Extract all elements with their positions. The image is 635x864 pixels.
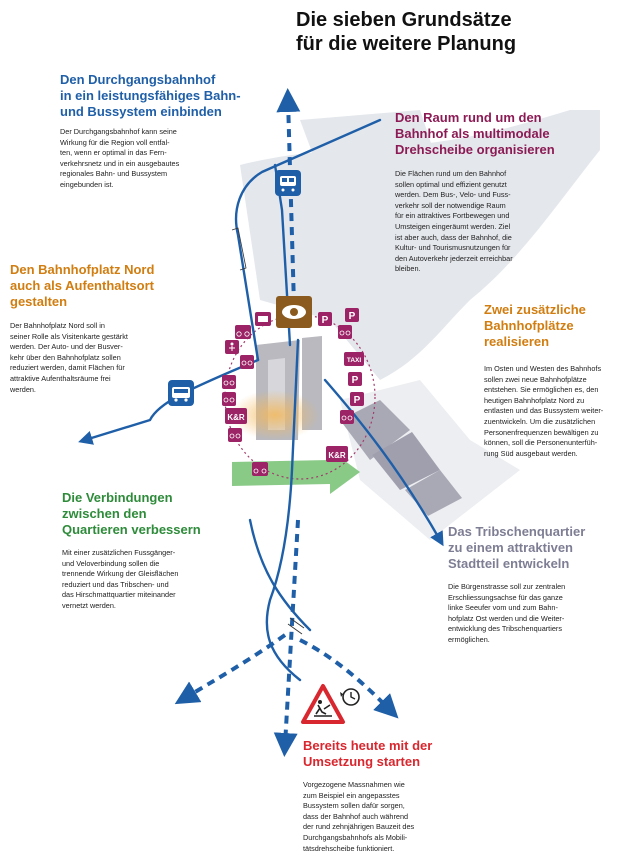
section-verbindungen: Die Verbindungen zwischen den Quartieren… — [62, 490, 262, 612]
bike-icon-7 — [338, 325, 352, 339]
future-line-north — [276, 88, 301, 306]
section-durchgang-body: Der Durchgangsbahnhof kann seine Wirkung… — [60, 127, 180, 189]
eye-icon — [276, 296, 312, 328]
kiss-and-ride-icon-right: K&R — [326, 446, 348, 462]
bike-icon-8 — [340, 410, 354, 424]
bike-icon — [235, 325, 251, 339]
bike-icon-6 — [252, 462, 268, 476]
future-line-southeast — [299, 638, 399, 719]
section-umsetzung: Bereits heute mit der Umsetzung starten … — [303, 738, 503, 854]
section-tribschen: Das Tribschenquartier zu einem attraktiv… — [448, 524, 633, 646]
section-drehscheibe-body: Die Flächen rund um den Bahnhof sollen o… — [395, 169, 513, 274]
train-icon — [275, 170, 301, 196]
bracket-mark — [231, 227, 247, 271]
section-verbindungen-heading: Die Verbindungen zwischen den Quartieren… — [62, 490, 201, 537]
section-durchgang-heading: Den Durchgangsbahnhof in ein leistungsfä… — [60, 72, 241, 119]
bike-icon-2 — [240, 355, 254, 369]
taxi-icon: TAXI — [344, 352, 364, 366]
future-line-south — [273, 519, 300, 757]
hub-icons: K&R P P TAXI P — [222, 308, 364, 476]
bus-small-icon — [255, 312, 271, 326]
section-drehscheibe: Den Raum rund um den Bahnhof als multimo… — [395, 110, 630, 275]
parking-icon-2: P — [345, 308, 359, 322]
parking-icon-1: P — [318, 312, 332, 326]
rail-main-south — [265, 338, 302, 682]
rail-southeast — [323, 378, 444, 547]
kr-left-label: K&R — [227, 413, 245, 422]
rail-north-east — [234, 118, 382, 362]
section-umsetzung-heading: Bereits heute mit der Umsetzung starten — [303, 738, 433, 769]
bike-icon-5 — [228, 428, 242, 442]
pedestrian-icon — [225, 340, 239, 354]
parking-icon-3: P — [348, 372, 362, 386]
section-umsetzung-body: Vorgezogene Massnahmen wie zum Beispiel … — [303, 780, 415, 853]
land-area-center — [300, 110, 440, 200]
section-plaetze-text: Im Osten und Westen des Bahnhofs sollen … — [484, 364, 630, 459]
bus-icon — [168, 380, 194, 406]
section-durchgang: Den Durchgangsbahnhof in ein leistungsfä… — [60, 72, 290, 191]
crossing-mark — [287, 617, 305, 635]
p4-label: P — [354, 395, 361, 406]
clock-icon — [340, 688, 360, 706]
kr-right-label: K&R — [328, 451, 346, 460]
p3-label: P — [352, 375, 359, 386]
section-nord-body: Der Bahnhofplatz Nord soll in seiner Rol… — [10, 321, 128, 394]
taxi-label: TAXI — [347, 357, 362, 364]
section-verbindungen-body: Mit einer zusätzlichen Fussgänger- und V… — [62, 548, 179, 610]
section-plaetze-body: Im Osten und Westen des Bahnhofs sollen … — [484, 364, 604, 458]
future-line-southwest — [174, 633, 287, 705]
bike-icon-4 — [222, 392, 236, 406]
section-plaetze-heading: Zwei zusätzliche Bahnhofplätze realisier… — [484, 302, 586, 349]
section-nord: Den Bahnhofplatz Nord auch als Aufenthal… — [10, 262, 230, 395]
title-line-1: Die sieben Grundsätze — [296, 9, 512, 31]
section-nord-heading: Den Bahnhofplatz Nord auch als Aufenthal… — [10, 262, 155, 309]
construction-sign-icon — [301, 684, 345, 724]
section-tribschen-heading: Das Tribschenquartier zu einem attraktiv… — [448, 524, 586, 571]
section-tribschen-body: Die Bürgenstrasse soll zur zentralen Ers… — [448, 582, 566, 644]
p1-label: P — [322, 315, 329, 326]
section-plaetze: Zwei zusätzliche Bahnhofplätze realisier… — [484, 302, 630, 350]
p2-label: P — [349, 311, 356, 322]
parking-icon-4: P — [350, 392, 364, 406]
rail-southwest-loop — [248, 518, 312, 632]
kiss-and-ride-icon-left: K&R — [225, 408, 247, 424]
square-glow — [230, 390, 320, 440]
title-line-2: für die weitere Planung — [296, 33, 517, 55]
page-title: Die sieben Grundsätze für die weitere Pl… — [296, 8, 626, 56]
bike-icon-3 — [222, 375, 236, 389]
section-drehscheibe-heading: Den Raum rund um den Bahnhof als multimo… — [395, 110, 555, 157]
